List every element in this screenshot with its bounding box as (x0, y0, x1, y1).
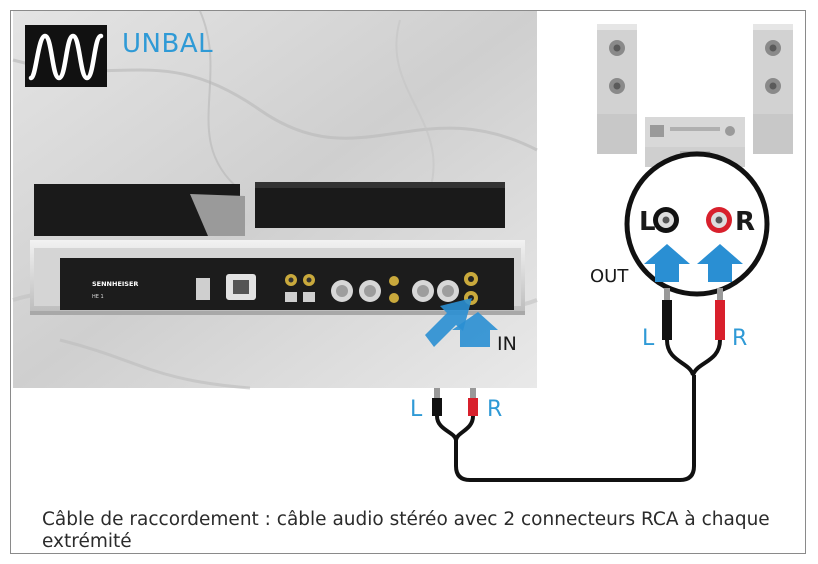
out-label: OUT (590, 266, 629, 287)
out-cable-left-label: L (642, 326, 655, 351)
jack-letter-right: R (735, 207, 755, 237)
optical-jack (285, 292, 297, 302)
in-arrows (425, 298, 498, 347)
out-plugs (662, 288, 725, 376)
jack-letter-left: L (639, 207, 656, 237)
speaker-right (753, 24, 793, 114)
signal-mode-label: UNBAL (122, 29, 213, 59)
speaker-left (597, 24, 637, 114)
out-cable-right-label: R (732, 326, 747, 351)
in-cable-left-label: L (410, 397, 423, 422)
in-plugs (432, 388, 478, 441)
diagram-frame (10, 10, 806, 554)
in-label: IN (497, 333, 517, 355)
power-switch (196, 278, 210, 300)
device-brand: SENNHEISER (92, 280, 138, 288)
rca-out-panel: L R (624, 151, 770, 297)
sine-wave-icon (25, 25, 107, 87)
rca-cable (454, 375, 696, 482)
hifi-system (597, 24, 793, 167)
caption-text: Câble de raccordement : câble audio stér… (42, 509, 770, 552)
usb-jack (303, 292, 315, 302)
device-lid (34, 182, 505, 236)
in-cable-right-label: R (487, 397, 502, 422)
device-rear-panel: SENNHEISER HE 1 (30, 240, 525, 315)
rca-out-pair (389, 276, 399, 286)
out-arrows (644, 244, 743, 282)
device-model: HE 1 (92, 294, 104, 300)
